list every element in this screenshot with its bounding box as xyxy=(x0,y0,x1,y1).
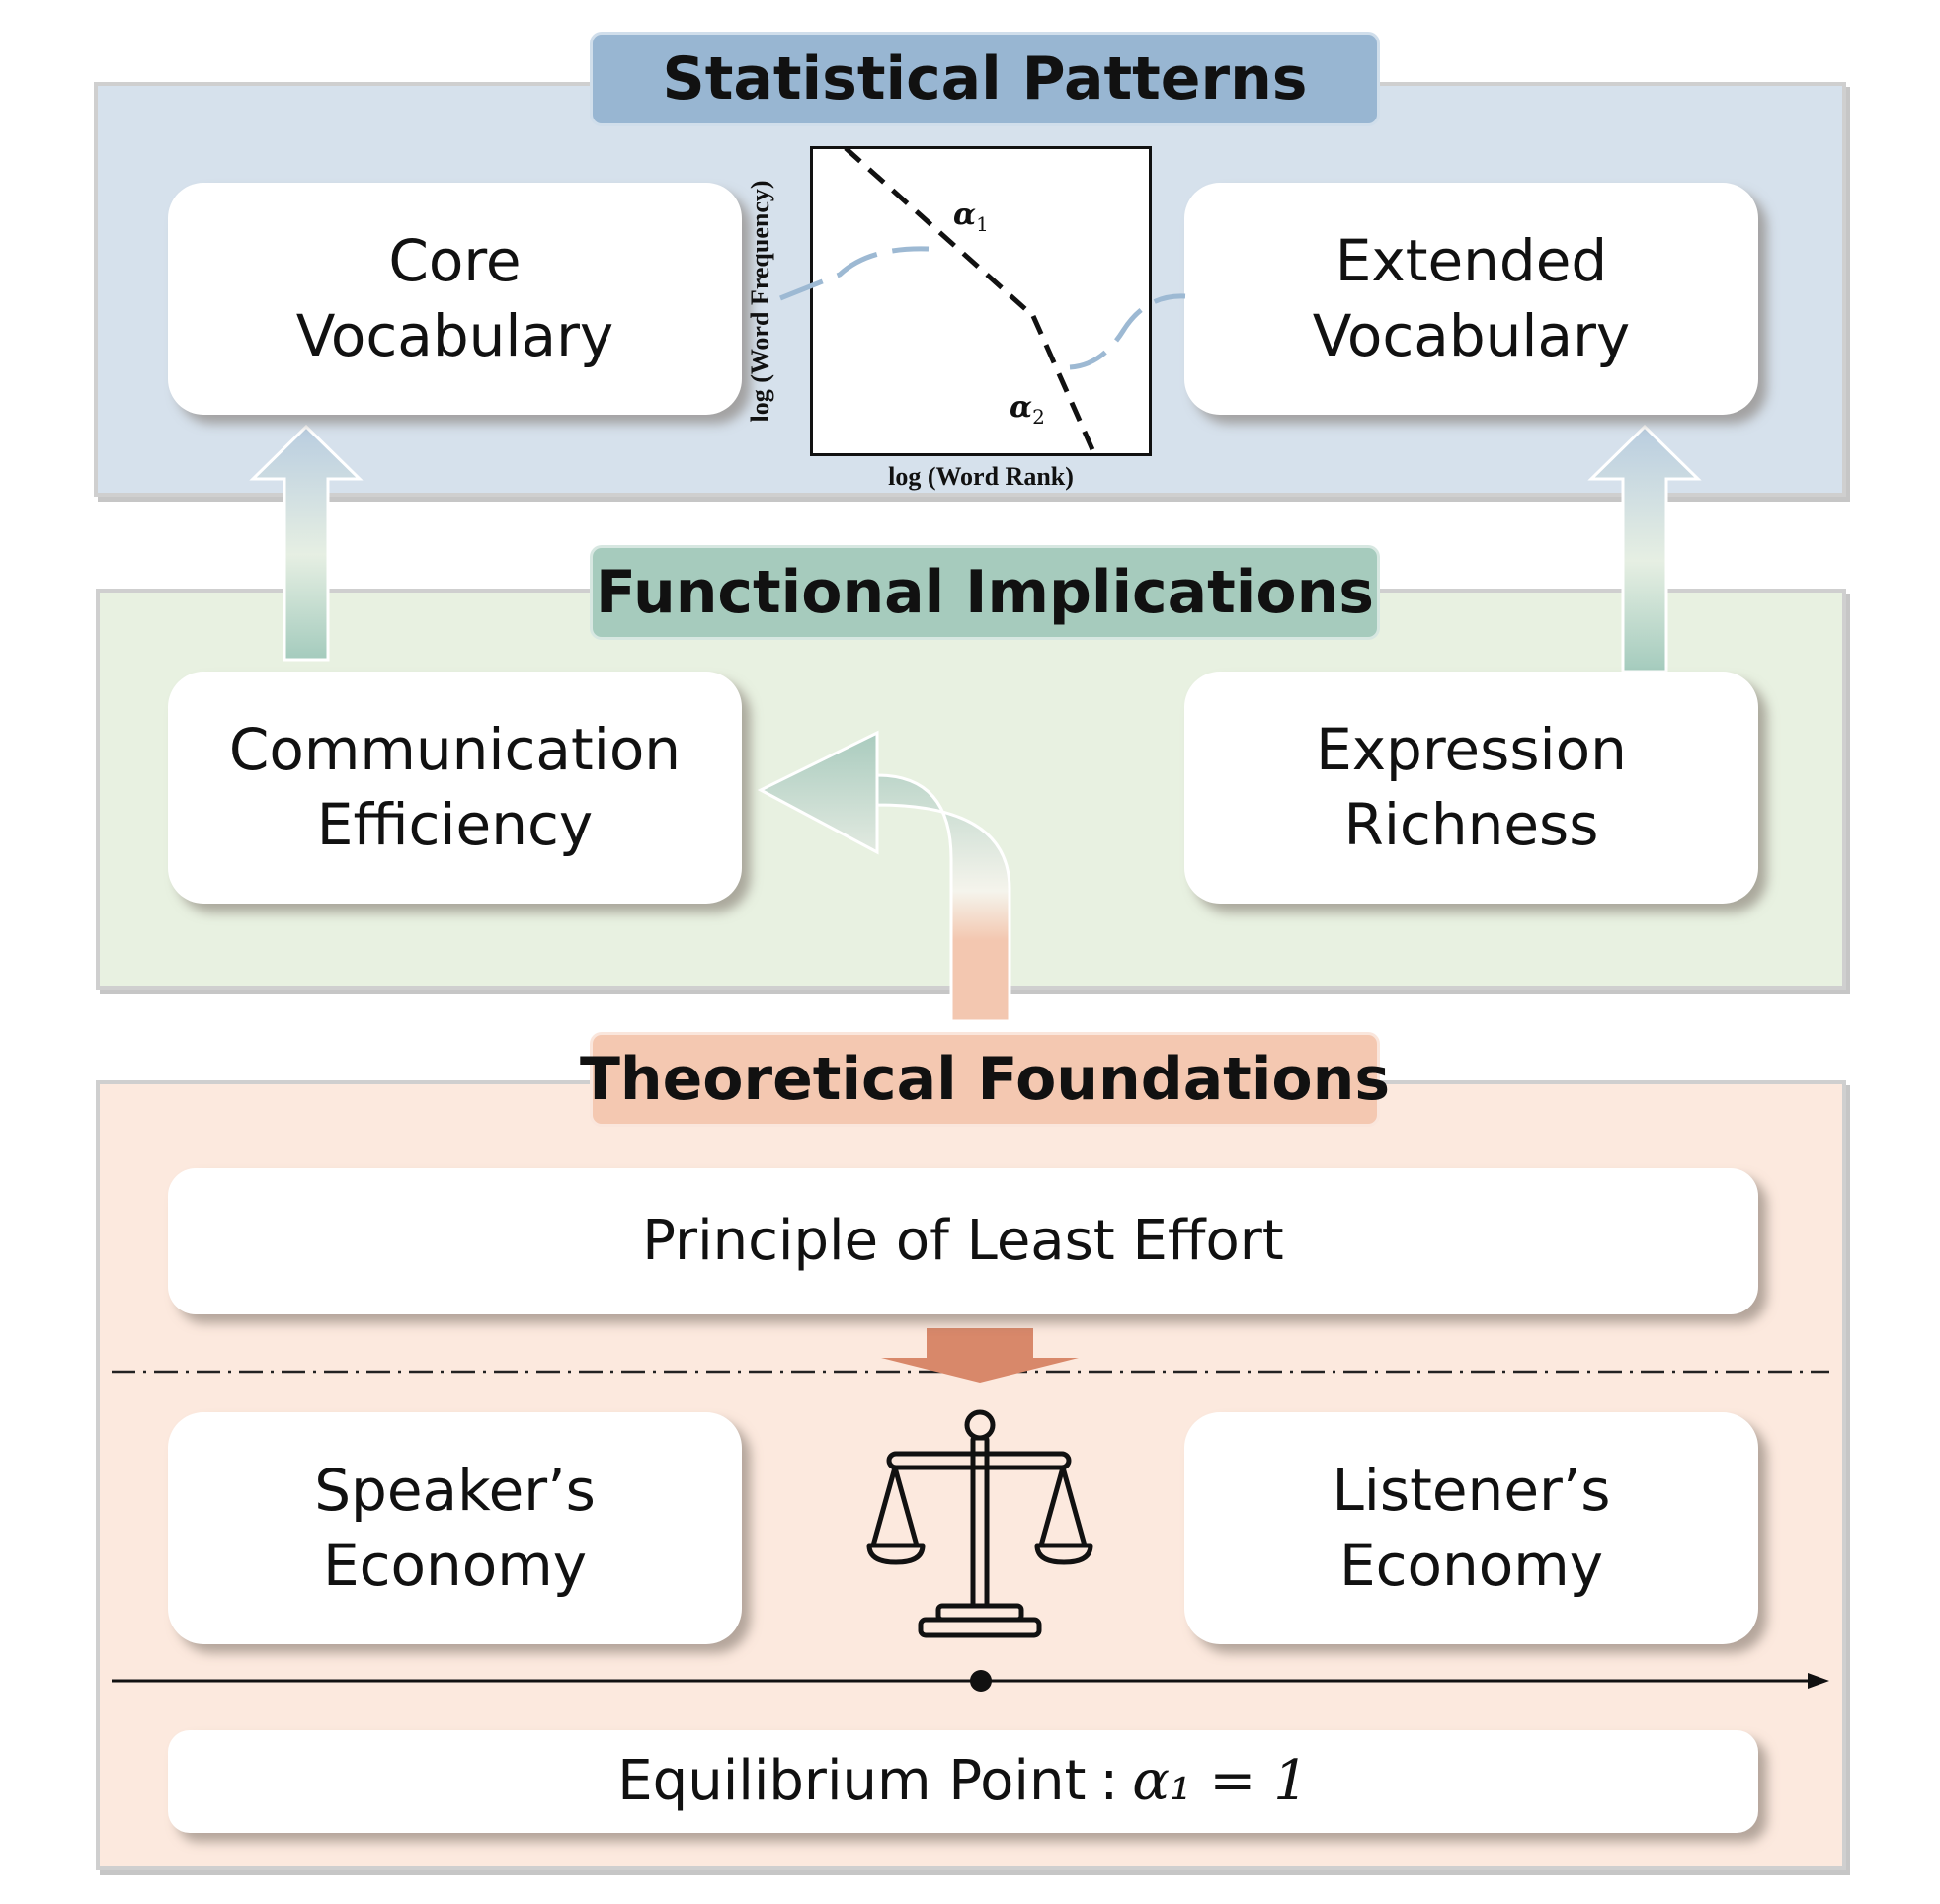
communication-efficiency-label: Communication Efficiency xyxy=(228,716,682,858)
axis-arrowhead xyxy=(1808,1673,1829,1689)
core-connector-curve xyxy=(779,246,930,301)
up-arrow-icon xyxy=(249,424,364,662)
listeners-economy-card: Listener’s Economy xyxy=(1184,1412,1758,1644)
equilibrium-point xyxy=(970,1670,992,1692)
plot-x-label: log (Word Rank) xyxy=(888,462,1074,491)
alpha2-label: α2 xyxy=(1010,390,1045,429)
principle-of-least-effort-card: Principle of Least Effort xyxy=(168,1168,1758,1314)
speakers-economy-label: Speaker’s Economy xyxy=(314,1457,596,1599)
curved-arrow-icon xyxy=(757,730,1011,1023)
balance-scale-icon xyxy=(866,1409,1093,1638)
down-arrow-icon xyxy=(881,1328,1079,1383)
equilibrium-separator: : xyxy=(1099,1748,1119,1813)
principle-label: Principle of Least Effort xyxy=(642,1208,1284,1273)
equilibrium-label: Equilibrium Point xyxy=(617,1748,1087,1813)
equilibrium-point-card: Equilibrium Point : α₁ = 1 xyxy=(168,1730,1758,1833)
core-vocabulary-label: Core Vocabulary xyxy=(295,227,614,369)
extended-connector-curve xyxy=(1069,293,1186,370)
expression-richness-label: Expression Richness xyxy=(1316,716,1627,858)
speakers-economy-card: Speaker’s Economy xyxy=(168,1412,742,1644)
extended-vocabulary-card: Extended Vocabulary xyxy=(1184,183,1758,415)
zipf-plot-frame xyxy=(810,146,1152,456)
extended-vocabulary-label: Extended Vocabulary xyxy=(1312,227,1631,369)
statistical-patterns-header: Statistical Patterns xyxy=(590,32,1380,126)
theoretical-foundations-header: Theoretical Foundations xyxy=(580,1032,1390,1127)
up-arrow-icon xyxy=(1587,424,1702,674)
communication-efficiency-card: Communication Efficiency xyxy=(168,672,742,904)
expression-richness-card: Expression Richness xyxy=(1184,672,1758,904)
alpha2-segment xyxy=(1030,314,1097,456)
functional-implications-header: Functional Implications xyxy=(590,545,1380,640)
listeners-economy-label: Listener’s Economy xyxy=(1332,1457,1611,1599)
alpha1-segment xyxy=(844,146,1035,318)
equilibrium-value: α₁ = 1 xyxy=(1132,1748,1309,1813)
core-vocabulary-card: Core Vocabulary xyxy=(168,183,742,415)
alpha1-label: α1 xyxy=(953,198,989,236)
